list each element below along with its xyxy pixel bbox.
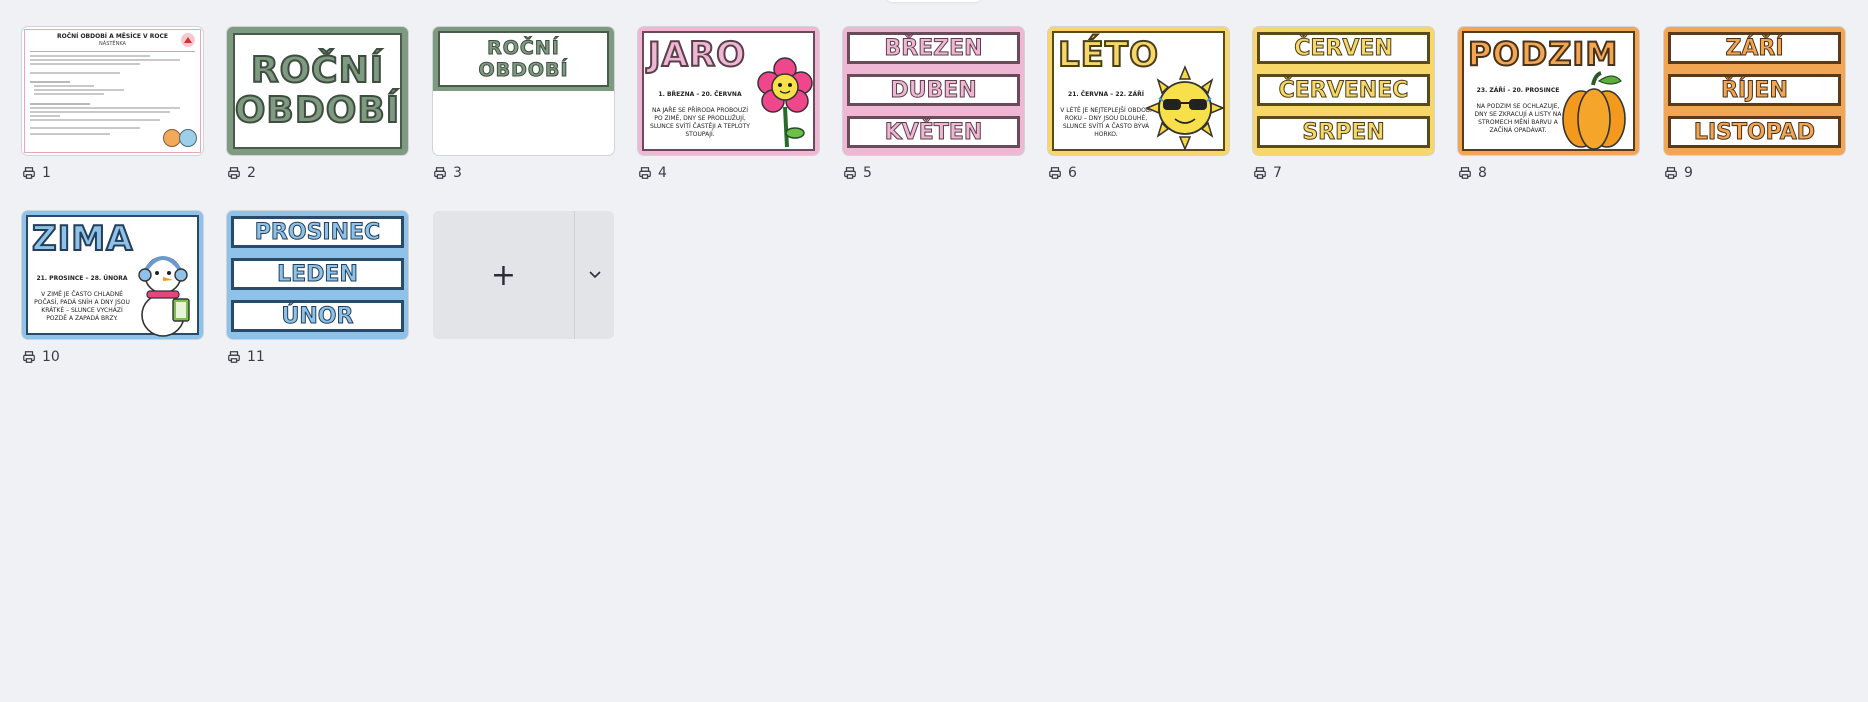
printer-icon (844, 167, 856, 179)
page-thumbnail-8[interactable]: PODZIM 23. ZÁŘÍ – 20. PROSINCE NA PODZIM… (1458, 27, 1639, 155)
page-number: 9 (1684, 165, 1693, 181)
page-number: 11 (247, 349, 265, 365)
page7-month-2: ČERVENEC (1257, 74, 1430, 106)
page-thumbnail-6[interactable]: LÉTO 21. ČERVNA – 22. ZÁŘÍ V LÉTĚ JE NEJ… (1048, 27, 1229, 155)
page9-month-2: ŘÍJEN (1668, 74, 1841, 106)
page3-title-line2: OBDOBÍ (478, 59, 569, 82)
page8-text: NA PODZIM SE OCHLAZUJE, DNY SE ZKRACUJÍ … (1474, 103, 1562, 134)
printer-icon (23, 351, 35, 363)
decor-circle-icon (179, 129, 197, 147)
page-number: 4 (658, 165, 667, 181)
page-thumbnail-4[interactable]: JARO 1. BŘEZNA – 20. ČERVNA NA JAŘE SE P… (638, 27, 819, 155)
printer-icon (1049, 167, 1061, 179)
page-number: 6 (1068, 165, 1077, 181)
page-number: 10 (42, 349, 60, 365)
page11-month-2: LEDEN (231, 258, 404, 290)
printer-icon (1665, 167, 1677, 179)
page4-season: JARO (647, 34, 747, 76)
page-number: 5 (863, 165, 872, 181)
page-thumbnail-3[interactable]: ROČNÍ OBDOBÍ (433, 27, 614, 155)
page11-month-1: PROSINEC (231, 216, 404, 248)
printer-icon (639, 167, 651, 179)
page10-season: ZIMA (31, 218, 134, 260)
page8-dates: 23. ZÁŘÍ – 20. PROSINCE (1476, 87, 1560, 94)
page-label-11: 11 (227, 349, 265, 365)
page5-month-1: BŘEZEN (847, 32, 1020, 64)
page-thumbnail-5[interactable]: BŘEZEN DUBEN KVĚTEN (843, 27, 1024, 155)
page2-title-line1: ROČNÍ (250, 50, 385, 92)
page-thumbnail-2[interactable]: ROČNÍ OBDOBÍ (227, 27, 408, 155)
plus-icon: + (490, 257, 517, 293)
page-label-4: 4 (638, 165, 667, 181)
add-page-tile: + (433, 211, 614, 339)
page-label-9: 9 (1664, 165, 1693, 181)
page11-month-3: ÚNOR (231, 300, 404, 332)
page-thumbnail-1[interactable]: ROČNÍ OBDOBÍ A MĚSÍCE V ROCE NÁSTĚNKA (22, 27, 203, 155)
page-thumbnail-9[interactable]: ZÁŘÍ ŘÍJEN LISTOPAD (1664, 27, 1845, 155)
page7-month-3: SRPEN (1257, 116, 1430, 148)
add-page-button[interactable]: + (433, 211, 574, 339)
page-label-2: 2 (227, 165, 256, 181)
snowman-icon (138, 256, 190, 337)
page3-title-line1: ROČNÍ (487, 37, 560, 60)
printer-icon (1459, 167, 1471, 179)
page5-month-2: DUBEN (847, 74, 1020, 106)
logo-icon (181, 33, 195, 47)
divider (574, 211, 575, 339)
add-page-options-button[interactable] (575, 211, 614, 339)
page6-text: V LÉTĚ JE NEJTEPLEJŠÍ OBDOBÍ ROKU – DNY … (1060, 107, 1152, 138)
page-label-8: 8 (1458, 165, 1487, 181)
page-thumbnail-11[interactable]: PROSINEC LEDEN ÚNOR (227, 211, 408, 339)
page-label-1: 1 (22, 165, 51, 181)
page-number: 3 (453, 165, 462, 181)
page-label-7: 7 (1253, 165, 1282, 181)
printer-icon (23, 167, 35, 179)
page-thumbnail-10[interactable]: ZIMA 21. PROSINCE – 28. ÚNORA V ZIMĚ JE … (22, 211, 203, 339)
flower-icon (757, 57, 813, 148)
top-toolbar-handle (885, 0, 983, 2)
page-number: 2 (247, 165, 256, 181)
printer-icon (228, 351, 240, 363)
page-label-3: 3 (433, 165, 462, 181)
page-thumbnail-7[interactable]: ČERVEN ČERVENEC SRPEN (1253, 27, 1434, 155)
page-number: 8 (1478, 165, 1487, 181)
page10-text: V ZIMĚ JE ČASTO CHLADNÉ POČASÍ, PADÁ SNÍ… (34, 291, 130, 322)
page-label-6: 6 (1048, 165, 1077, 181)
page-number: 7 (1273, 165, 1282, 181)
printer-icon (1254, 167, 1266, 179)
sun-icon (1145, 65, 1225, 151)
page2-title-line2: OBDOBÍ (234, 90, 401, 132)
page9-month-3: LISTOPAD (1668, 116, 1841, 148)
page1-subtitle: NÁSTĚNKA (99, 41, 126, 47)
page-label-10: 10 (22, 349, 60, 365)
page-label-5: 5 (843, 165, 872, 181)
page5-month-3: KVĚTEN (847, 116, 1020, 148)
page10-dates: 21. PROSINCE – 28. ÚNORA (36, 275, 128, 282)
page1-title: ROČNÍ OBDOBÍ A MĚSÍCE V ROCE (56, 33, 169, 40)
page7-month-1: ČERVEN (1257, 32, 1430, 64)
page6-dates: 21. ČERVNA – 22. ZÁŘÍ (1068, 91, 1144, 98)
pumpkin-icon (1562, 71, 1626, 150)
chevron-down-icon (588, 271, 601, 279)
printer-icon (434, 167, 446, 179)
page4-text: NA JAŘE SE PŘÍRODA PROBOUZÍ PO ZIMĚ, DNY… (650, 107, 750, 138)
page8-season: PODZIM (1467, 34, 1619, 74)
page-number: 1 (42, 165, 51, 181)
page9-month-1: ZÁŘÍ (1668, 32, 1841, 64)
printer-icon (228, 167, 240, 179)
page4-dates: 1. BŘEZNA – 20. ČERVNA (658, 91, 742, 98)
page6-season: LÉTO (1057, 34, 1159, 76)
